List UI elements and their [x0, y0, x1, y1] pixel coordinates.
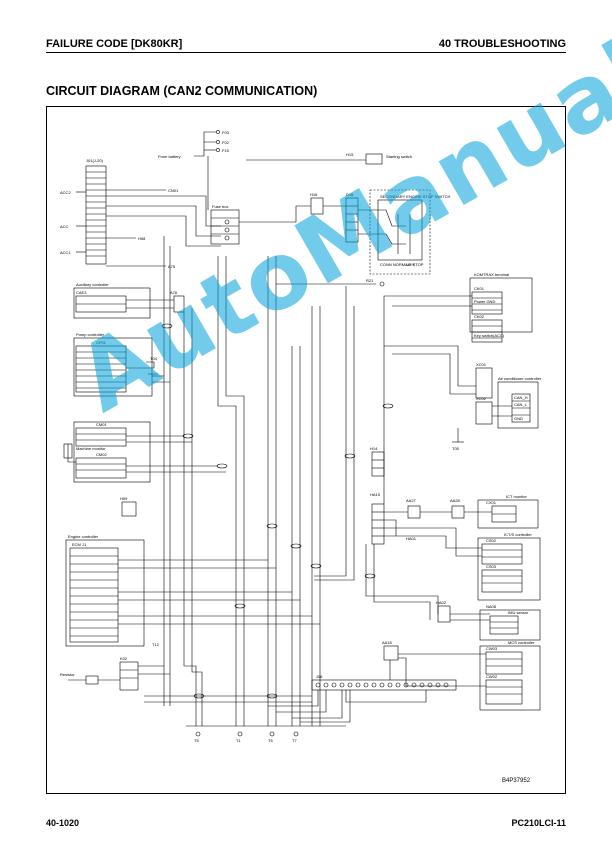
header-section: 40 TROUBLESHOOTING [438, 38, 566, 50]
label-cw03: CW03 [486, 646, 498, 651]
label-r21: R21 [366, 278, 374, 283]
label-cm02: CM02 [96, 452, 107, 457]
label-aa27: AA27 [406, 498, 417, 503]
label-k02: K02 [120, 656, 128, 661]
label-engine-ctrl: Engine controller [68, 534, 99, 539]
label-f15: F15 [222, 148, 230, 153]
page-footer: 40-1020 PC210LCI-11 [46, 818, 566, 834]
label-a75: A75 [168, 264, 176, 269]
label-from-battery: From battery [158, 154, 181, 159]
label-can-l: CAN_L [514, 402, 528, 407]
label-d16: D16 [346, 192, 354, 197]
circuit-diagram: J01(J-20) ACC2 ACC ACC1 CN01 H08 A75 Fus… [60, 130, 542, 784]
diagram-labels: J01(J-20) ACC2 ACC ACC1 CN01 H08 A75 Fus… [60, 130, 542, 784]
label-f02: F02 [222, 140, 230, 145]
label-h16: H16 [310, 192, 318, 197]
label-ha02: HA02 [436, 600, 447, 605]
header-rule [46, 52, 566, 53]
label-acc: ACC [60, 224, 69, 229]
label-key-switch: Key switch(ACC) [474, 333, 505, 338]
label-cw02: CW02 [486, 674, 498, 679]
label-ha15: HA15 [370, 492, 381, 497]
label-na08: NA08 [486, 604, 497, 609]
label-xc02: XC02 [476, 396, 487, 401]
j01-pins [86, 171, 106, 257]
label-aa18: AA18 [382, 640, 393, 645]
label-conn-normally: CONN NORMALLY [380, 262, 415, 267]
label-h09: H09 [120, 496, 128, 501]
label-j06: J06 [316, 674, 323, 679]
label-secondary-stop: SECONDARY ENGINE STOP SWITCH [380, 194, 450, 199]
label-resistor: Resistor [60, 672, 75, 677]
diagram-code: B4P37952 [502, 778, 531, 784]
label-a76: A76 [170, 290, 178, 295]
label-ecm: ECM J1 [72, 542, 87, 547]
header-failure-code: FAILURE CODE [DK80KR] [46, 38, 183, 50]
label-icts: ICT/S controller [504, 532, 532, 537]
label-imu: IMU sensor [508, 610, 529, 615]
label-up-stop: UP STOP [406, 262, 424, 267]
can-bus-wires [118, 236, 476, 726]
label-t1: T1 [236, 738, 241, 743]
label-cp01: CP01 [96, 340, 107, 345]
footer-page-number: 40-1020 [46, 818, 80, 828]
label-t12: T12 [152, 642, 160, 647]
label-aa28: AA28 [450, 498, 461, 503]
label-air-cond: Air conditioner controller [498, 376, 542, 381]
label-pump-ctrl: Pump controller [76, 332, 105, 337]
label-can-h: CAN_H [514, 395, 528, 400]
label-t5: T5 [194, 738, 199, 743]
label-cae3: CAE3 [76, 290, 87, 295]
label-t6: T6 [268, 738, 273, 743]
label-cs02: CS02 [486, 538, 497, 543]
label-cm01: CM01 [96, 422, 107, 427]
label-ha01: HA01 [406, 536, 417, 541]
diagram-frame [46, 106, 566, 794]
label-cn01: CN01 [168, 188, 179, 193]
label-xc01: XC01 [476, 362, 487, 367]
label-h15: H15 [346, 152, 354, 157]
label-h08: H08 [138, 236, 146, 241]
label-j01: J01(J-20) [86, 158, 104, 163]
footer-model: PC210LCI-11 [511, 818, 566, 828]
label-cs03: CS03 [486, 564, 497, 569]
label-ck01: CK01 [474, 286, 485, 291]
label-h14: H14 [370, 446, 378, 451]
label-machine-monitor: Machine monitor [76, 446, 106, 451]
label-acc1: ACC1 [60, 250, 71, 255]
label-acc2: ACC2 [60, 190, 71, 195]
label-cx01: CX01 [486, 500, 497, 505]
page-header: FAILURE CODE [DK80KR] 40 TROUBLESHOOTING [46, 34, 566, 54]
label-mcs: MCS controller [508, 640, 535, 645]
j06-pins [315, 682, 449, 688]
label-aux-ctrl: Auxiliary controller [76, 282, 109, 287]
label-power-gnd: Power GND [474, 299, 495, 304]
label-t04: T04 [150, 356, 158, 361]
label-gnd: GND [514, 416, 523, 421]
label-fuse-box: Fuse box [212, 204, 228, 209]
label-ck02: CK02 [474, 314, 485, 319]
label-starting-switch: Starting switch [386, 154, 412, 159]
label-komtrax: KOMTRAX terminal [474, 272, 509, 277]
label-f03: F03 [222, 130, 230, 135]
label-t05: T05 [452, 446, 460, 451]
page-title: CIRCUIT DIAGRAM (CAN2 COMMUNICATION) [46, 84, 318, 98]
label-t7: T7 [292, 738, 297, 743]
twist-markers [161, 323, 394, 699]
label-ict-monitor: ICT monitor [506, 494, 527, 499]
